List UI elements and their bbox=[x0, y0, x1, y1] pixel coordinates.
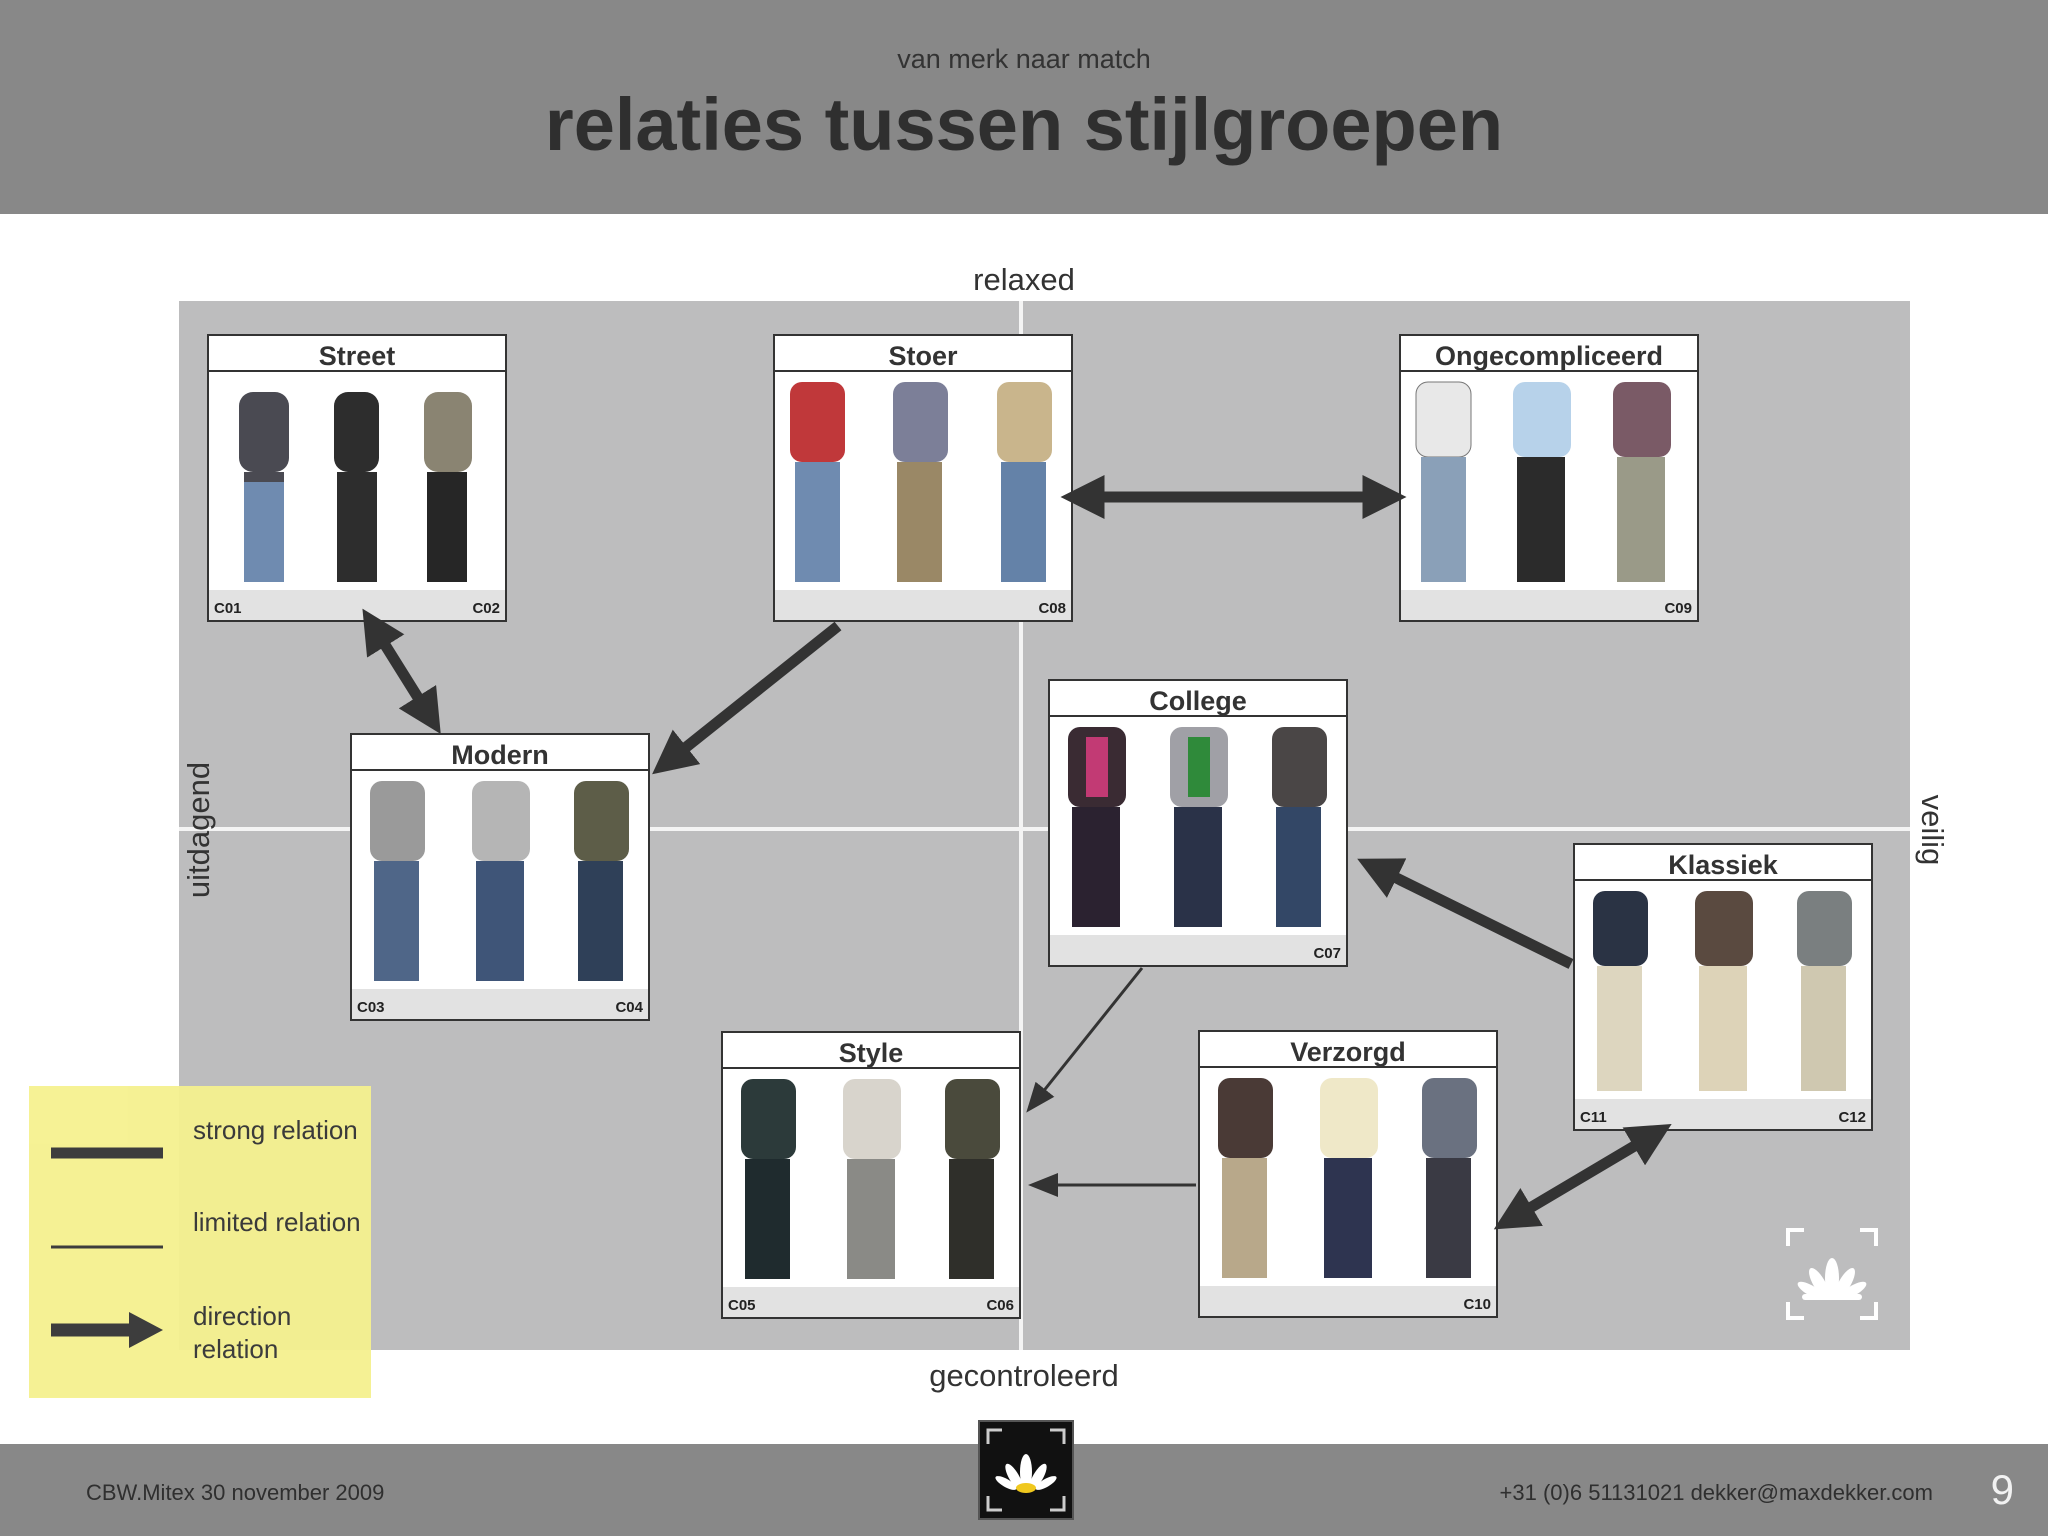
legend-limited-label: limited relation bbox=[193, 1207, 361, 1237]
code-right: C08 bbox=[1038, 600, 1066, 617]
code-right: C07 bbox=[1313, 945, 1341, 962]
outfit-photo bbox=[352, 771, 648, 989]
group-modern: Modern C03 C04 bbox=[350, 733, 650, 1021]
legend-direction-label: direction relation bbox=[193, 1301, 292, 1364]
group-stoer: Stoer C08 bbox=[773, 334, 1073, 622]
outfit-figures bbox=[1068, 727, 1327, 927]
group-title: College bbox=[1050, 681, 1346, 717]
code-right: C06 bbox=[986, 1297, 1014, 1314]
code-left: C03 bbox=[357, 999, 385, 1016]
relation-stoer-modern bbox=[652, 621, 842, 775]
outfit-photo bbox=[723, 1069, 1019, 1287]
group-title: Ongecompliceerd bbox=[1401, 336, 1697, 372]
legend: strong relation limited relation directi… bbox=[29, 1086, 371, 1398]
group-title: Modern bbox=[352, 735, 648, 771]
footer-event: CBW.Mitex 30 november 2009 bbox=[86, 1480, 385, 1505]
relation-street-modern bbox=[362, 608, 441, 734]
code-right: C10 bbox=[1463, 1296, 1491, 1313]
outfit-figures bbox=[790, 382, 1052, 582]
outfit-figures bbox=[1593, 891, 1852, 1091]
outfit-photo bbox=[209, 372, 505, 590]
outfit-figures bbox=[741, 1079, 1000, 1279]
code-right: C04 bbox=[615, 999, 643, 1016]
group-title: Style bbox=[723, 1033, 1019, 1069]
outfit-photo bbox=[775, 372, 1071, 590]
group-klassiek: Klassiek C11 C12 bbox=[1573, 843, 1873, 1131]
vertical-axis bbox=[1019, 301, 1023, 1350]
outfit-photo bbox=[1200, 1068, 1496, 1286]
group-title: Street bbox=[209, 336, 505, 372]
lotus-logo bbox=[1786, 1228, 1878, 1320]
code-left: C01 bbox=[214, 600, 242, 617]
outfit-figures bbox=[1218, 1078, 1477, 1278]
group-title: Verzorgd bbox=[1200, 1032, 1496, 1068]
horizontal-axis bbox=[179, 827, 1910, 831]
group-ongecompliceerd: Ongecompliceerd C09 bbox=[1399, 334, 1699, 622]
code-left: C05 bbox=[728, 1297, 756, 1314]
legend-strong-label: strong relation bbox=[193, 1115, 358, 1145]
page-number: 9 bbox=[1990, 1466, 2014, 1513]
outfit-photo bbox=[1050, 717, 1346, 935]
header-bar bbox=[0, 0, 2048, 214]
legend-strong-line bbox=[51, 1147, 163, 1159]
code-left: C11 bbox=[1580, 1109, 1607, 1126]
axis-label-top: relaxed bbox=[973, 262, 1075, 297]
outfit-photo bbox=[1575, 881, 1871, 1099]
outfit-figures bbox=[239, 392, 472, 582]
code-right: C12 bbox=[1838, 1109, 1866, 1126]
axis-label-bottom: gecontroleerd bbox=[929, 1358, 1119, 1393]
group-style: Style C05 C06 bbox=[721, 1031, 1021, 1319]
legend-direction-arrow bbox=[51, 1312, 163, 1348]
relation-college-style bbox=[1026, 967, 1144, 1113]
footer-contact: +31 (0)6 51131021 dekker@maxdekker.com bbox=[1499, 1480, 1933, 1505]
relation-klassiek-college bbox=[1357, 858, 1574, 969]
outfit-photo bbox=[1401, 372, 1697, 590]
group-title: Klassiek bbox=[1575, 845, 1871, 881]
outfit-figures bbox=[1415, 381, 1671, 582]
group-title: Stoer bbox=[775, 336, 1071, 372]
legend-limited-line bbox=[51, 1245, 163, 1249]
slide-subtitle: van merk naar match bbox=[897, 44, 1151, 74]
relation-klassiek-verzorgd bbox=[1493, 1123, 1672, 1230]
group-street: Street C01 C02 bbox=[207, 334, 507, 622]
code-right: C09 bbox=[1664, 600, 1692, 617]
lotus-icon bbox=[986, 1428, 1066, 1512]
footer-logo bbox=[978, 1420, 1074, 1520]
group-college: College C07 bbox=[1048, 679, 1348, 967]
outfit-figures bbox=[370, 781, 629, 981]
group-verzorgd: Verzorgd C10 bbox=[1198, 1030, 1498, 1318]
slide-title: relaties tussen stijlgroepen bbox=[544, 83, 1504, 166]
code-right: C02 bbox=[472, 600, 500, 617]
